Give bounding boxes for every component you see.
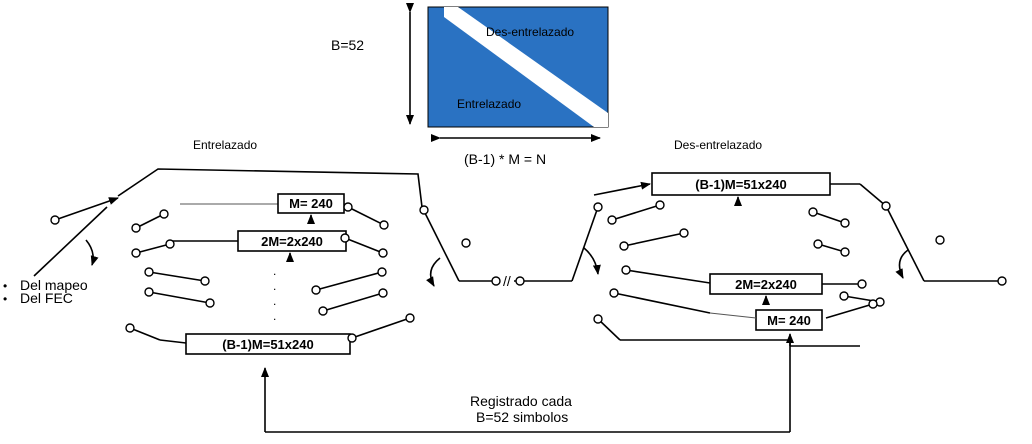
bottom-note-2: B=52 simbolos xyxy=(476,409,568,425)
b-label: B=52 xyxy=(331,37,364,53)
svg-text:.: . xyxy=(273,264,276,278)
left-input-line xyxy=(33,206,108,277)
left-output-switch xyxy=(423,210,460,282)
right-box-3 xyxy=(755,309,823,331)
left-box-3 xyxy=(185,333,351,355)
right-output-switch xyxy=(885,205,925,282)
right-box-1-label: (B-1)M=51x240 xyxy=(695,177,786,192)
right-box-3-label: M= 240 xyxy=(767,313,811,328)
right-output-rotation-arrow xyxy=(895,249,909,279)
right-input-switch xyxy=(571,206,599,282)
left-box-1-label: M= 240 xyxy=(289,196,333,211)
right-deinterleaver: (B-1)M=51x240 2M=2x240 M= 240 xyxy=(571,172,1007,347)
left-input-rotation-arrow xyxy=(85,239,99,266)
formula-label: (B-1) * M = N xyxy=(464,151,546,167)
svg-text:.: . xyxy=(273,279,276,293)
left-box-1 xyxy=(277,193,345,214)
interleave-matrix: Des-entrelazado Entrelazado xyxy=(427,6,609,128)
left-input-switch xyxy=(54,197,119,221)
channel-symbol: // xyxy=(503,273,511,289)
left-interleaver: M= 240 2M=2x240 . . . . (B-1)M=51x240 xyxy=(33,168,501,355)
bottom-note-1: Registrado cada xyxy=(470,393,572,409)
left-top-path xyxy=(117,168,423,208)
left-output-rotation-arrow xyxy=(426,257,441,287)
svg-text:.: . xyxy=(273,294,276,308)
matrix-diagonal xyxy=(444,7,608,127)
left-box-3-label: (B-1)M=51x240 xyxy=(222,337,313,352)
svg-text:•: • xyxy=(3,292,7,306)
svg-text:•: • xyxy=(3,279,7,293)
input-label-1: Del mapeo xyxy=(20,277,88,293)
clock-sync-line xyxy=(261,333,794,433)
right-title: Des-entrelazado xyxy=(674,138,762,152)
svg-text:.: . xyxy=(273,309,276,323)
matrix-bottom-label: Entrelazado xyxy=(457,97,521,111)
matrix-top-label: Des-entrelazado xyxy=(486,25,574,39)
right-box-2 xyxy=(709,273,823,295)
input-label-2: Del FEC xyxy=(20,290,73,306)
right-input-rotation-arrow xyxy=(583,247,601,275)
left-title: Entrelazado xyxy=(193,138,257,152)
left-box-2-label: 2M=2x240 xyxy=(261,234,323,249)
right-box-2-label: 2M=2x240 xyxy=(735,277,797,292)
